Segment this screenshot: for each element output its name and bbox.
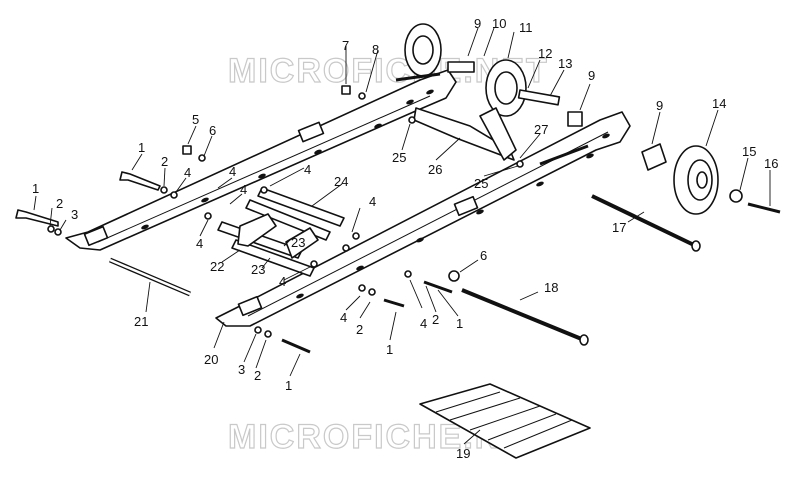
callout-6: 6 bbox=[209, 123, 216, 138]
callout-4: 4 bbox=[184, 165, 191, 180]
callout-12: 12 bbox=[538, 46, 552, 61]
callout-18: 18 bbox=[544, 280, 558, 295]
callout-27: 27 bbox=[534, 122, 548, 137]
callouts: 1 2 3 1 2 4 5 6 4 4 4 24 4 23 22 23 4 4 … bbox=[32, 16, 778, 461]
callout-3: 3 bbox=[71, 207, 78, 222]
callout-3: 3 bbox=[238, 362, 245, 377]
callout-17: 17 bbox=[612, 220, 626, 235]
callout-9: 9 bbox=[588, 68, 595, 83]
left-rail bbox=[65, 69, 457, 251]
callout-6: 6 bbox=[480, 248, 487, 263]
callout-10: 10 bbox=[492, 16, 506, 31]
callout-8: 8 bbox=[372, 42, 379, 57]
callout-9: 9 bbox=[474, 16, 481, 31]
callout-2: 2 bbox=[356, 322, 363, 337]
callout-4: 4 bbox=[279, 274, 286, 289]
callout-24: 24 bbox=[334, 174, 348, 189]
callout-13: 13 bbox=[558, 56, 572, 71]
slide-plate bbox=[419, 383, 591, 459]
callout-20: 20 bbox=[204, 352, 218, 367]
shaft-17 bbox=[591, 194, 697, 248]
callout-1: 1 bbox=[32, 181, 39, 196]
callout-23: 23 bbox=[251, 262, 265, 277]
callout-9: 9 bbox=[656, 98, 663, 113]
callout-11: 11 bbox=[519, 20, 533, 35]
callout-16: 16 bbox=[764, 156, 778, 171]
callout-1: 1 bbox=[285, 378, 292, 393]
callout-15: 15 bbox=[742, 144, 756, 159]
idler-wheels bbox=[404, 23, 583, 161]
callout-2: 2 bbox=[56, 196, 63, 211]
callout-4: 4 bbox=[196, 236, 203, 251]
shaft-18 bbox=[461, 288, 585, 342]
callout-2: 2 bbox=[432, 312, 439, 327]
fasteners bbox=[15, 72, 589, 354]
callout-1: 1 bbox=[138, 140, 145, 155]
callout-2: 2 bbox=[161, 154, 168, 169]
callout-25: 25 bbox=[392, 150, 406, 165]
callout-19: 19 bbox=[456, 446, 470, 461]
callout-1: 1 bbox=[386, 342, 393, 357]
callout-5: 5 bbox=[192, 112, 199, 127]
callout-4: 4 bbox=[340, 310, 347, 325]
callout-4: 4 bbox=[229, 164, 236, 179]
callout-14: 14 bbox=[712, 96, 726, 111]
callout-7: 7 bbox=[342, 38, 349, 53]
callout-2: 2 bbox=[254, 368, 261, 383]
callout-23: 23 bbox=[291, 235, 305, 250]
callout-1: 1 bbox=[456, 316, 463, 331]
callout-25: 25 bbox=[474, 176, 488, 191]
callout-4: 4 bbox=[369, 194, 376, 209]
rear-idler-wheel bbox=[641, 143, 781, 215]
callout-4: 4 bbox=[420, 316, 427, 331]
callout-4: 4 bbox=[304, 162, 311, 177]
cross-shafts bbox=[217, 187, 345, 277]
leader-lines bbox=[33, 27, 771, 445]
right-rail bbox=[215, 111, 631, 327]
callout-26: 26 bbox=[428, 162, 442, 177]
callout-4: 4 bbox=[240, 182, 247, 197]
callout-22: 22 bbox=[210, 259, 224, 274]
callout-21: 21 bbox=[134, 314, 148, 329]
